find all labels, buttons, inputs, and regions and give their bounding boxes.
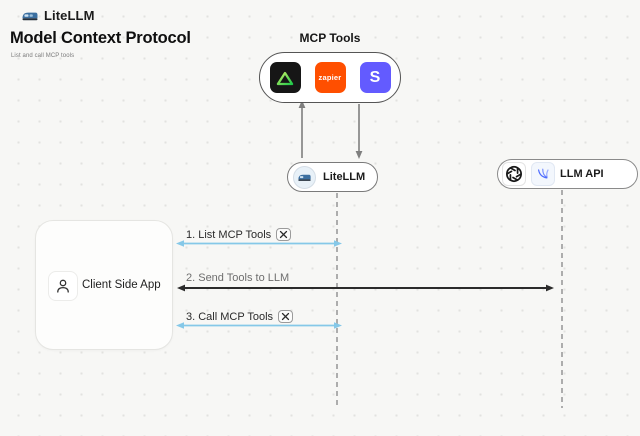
litellm-node-icon	[293, 165, 316, 189]
arrow-list-mcp-tools	[176, 240, 342, 247]
client-side-app-label: Client Side App	[82, 279, 161, 291]
message-2-label: 2. Send Tools to LLM	[186, 272, 290, 284]
message-1-label: 1. List MCP Tools	[186, 228, 272, 241]
mcp-tool-stripe: S	[359, 62, 391, 93]
litellm-node: LiteLLM	[287, 162, 378, 192]
mcp-tool-zapier: zapier	[314, 62, 346, 93]
arrow-send-tools-to-llm	[177, 284, 554, 292]
brand-label: LiteLLM	[44, 8, 95, 23]
llm-api-node-label: LLM API	[560, 168, 604, 180]
green-triangle-icon	[274, 67, 296, 89]
crossed-tools-icon	[276, 228, 292, 241]
page-subtitle: List and call MCP tools	[11, 53, 75, 59]
mcp-down-arrow	[355, 104, 363, 159]
arrow-call-mcp-tools	[176, 322, 342, 329]
mcp-tools-label: MCP Tools	[299, 31, 361, 45]
openai-icon	[502, 162, 526, 186]
llm-provider-icon	[531, 162, 555, 186]
message-2-label-row: 2. Send Tools to LLM	[186, 272, 289, 284]
crossed-tools-icon	[278, 310, 294, 323]
user-icon	[55, 278, 71, 294]
client-app-icon-tile	[48, 271, 78, 301]
llm-api-node: LLM API	[497, 159, 638, 189]
mcp-up-arrow	[298, 100, 306, 158]
page-title: Model Context Protocol	[10, 29, 191, 47]
brand-header: LiteLLM	[21, 8, 95, 23]
mcp-tool-green-triangle	[269, 62, 301, 93]
stripe-logo: S	[369, 68, 381, 86]
zapier-logo: zapier	[318, 73, 342, 82]
message-1-label-row: 1. List MCP Tools	[186, 228, 292, 241]
message-3-label-row: 3. Call MCP Tools	[186, 310, 294, 323]
message-3-label: 3. Call MCP Tools	[186, 310, 274, 323]
litellm-node-label: LiteLLM	[323, 171, 366, 183]
mcp-tools-pill: zapier S	[259, 52, 401, 103]
litellm-train-icon	[21, 9, 39, 23]
